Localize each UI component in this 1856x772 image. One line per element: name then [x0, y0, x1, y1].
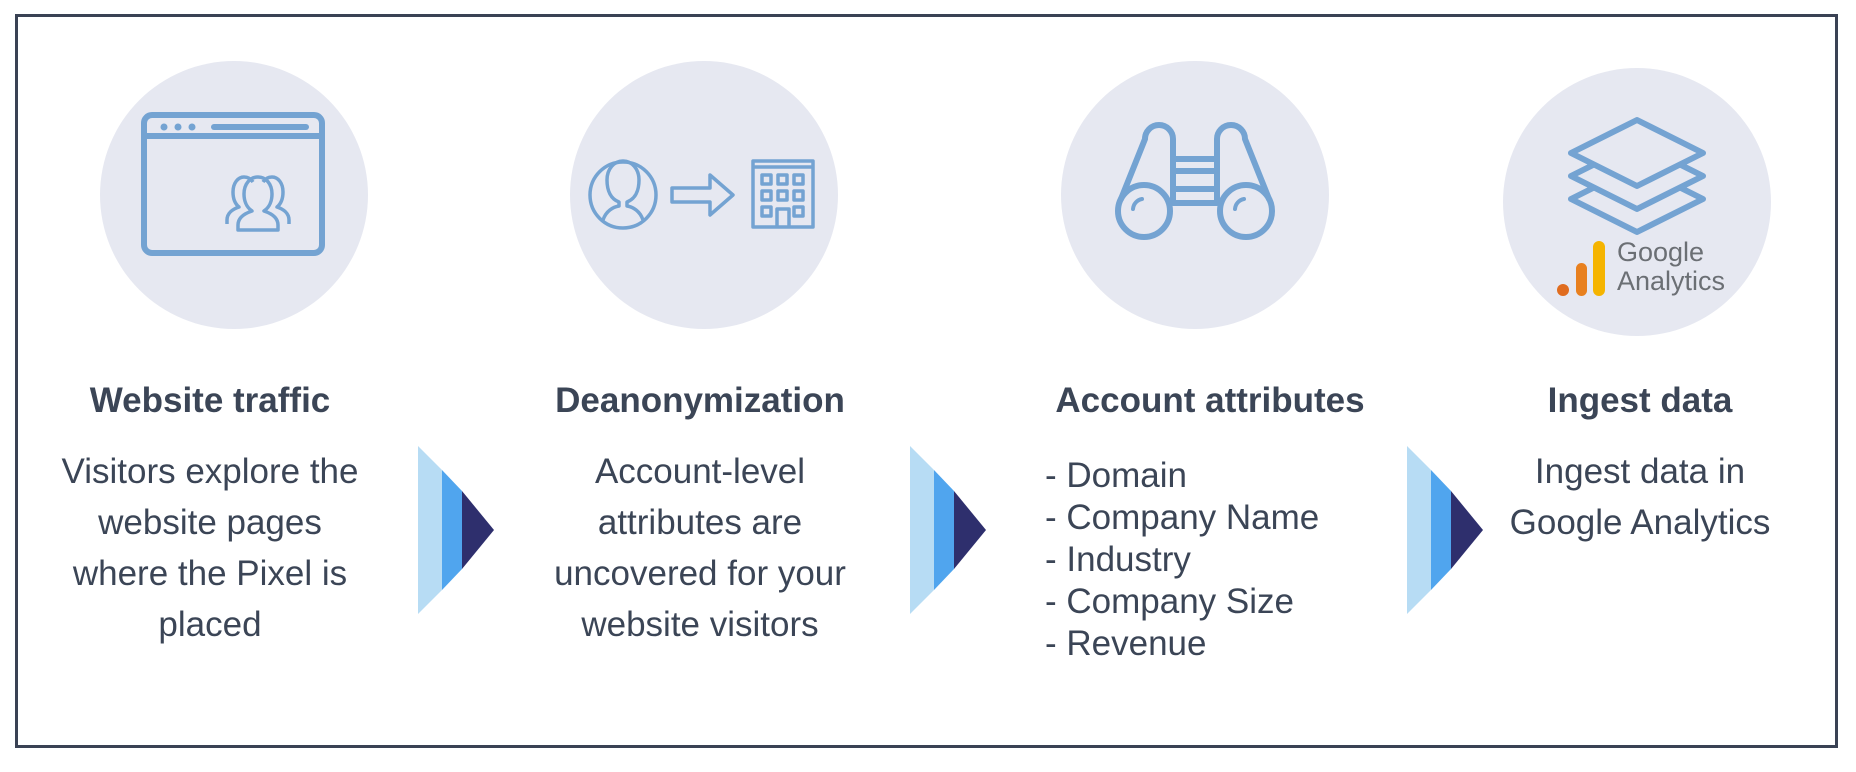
google-analytics-logo-text: Google Analytics — [1617, 237, 1726, 296]
diagram-frame — [15, 14, 1838, 748]
step2-title: Deanonymization — [555, 381, 845, 420]
step1-title: Website traffic — [89, 381, 331, 420]
binoculars-icon — [1115, 122, 1275, 240]
chevron-arrow-icon — [910, 446, 986, 614]
list-item: - Company Size — [1045, 582, 1294, 621]
person-to-building-icon — [588, 159, 815, 230]
step4-icon-circle: Google Analytics — [1503, 68, 1771, 336]
chevron-arrow-icon — [1407, 446, 1483, 614]
account-attributes-list: - Domain - Company Name - Industry - Com… — [1045, 455, 1319, 665]
step2-description: Account-level attributes are uncovered f… — [554, 452, 846, 644]
step3-icon-circle — [1061, 61, 1329, 329]
list-item: - Revenue — [1045, 624, 1207, 663]
step1-icon-circle — [100, 61, 368, 329]
stacked-layers-icon — [1557, 117, 1706, 296]
google-analytics-icon — [1557, 241, 1605, 296]
list-item: - Industry — [1045, 540, 1191, 579]
step4-title: Ingest data — [1547, 381, 1733, 420]
list-item: - Company Name — [1045, 498, 1320, 537]
browser-users-icon — [141, 112, 325, 256]
chevron-arrow-icon — [418, 446, 494, 614]
list-item: - Domain — [1045, 456, 1187, 495]
step4-description: Ingest data in Google Analytics — [1509, 452, 1771, 542]
step2-icon-circle — [570, 61, 838, 329]
step1-description: Visitors explore the website pages where… — [61, 452, 359, 644]
step3-title: Account attributes — [1055, 381, 1365, 420]
